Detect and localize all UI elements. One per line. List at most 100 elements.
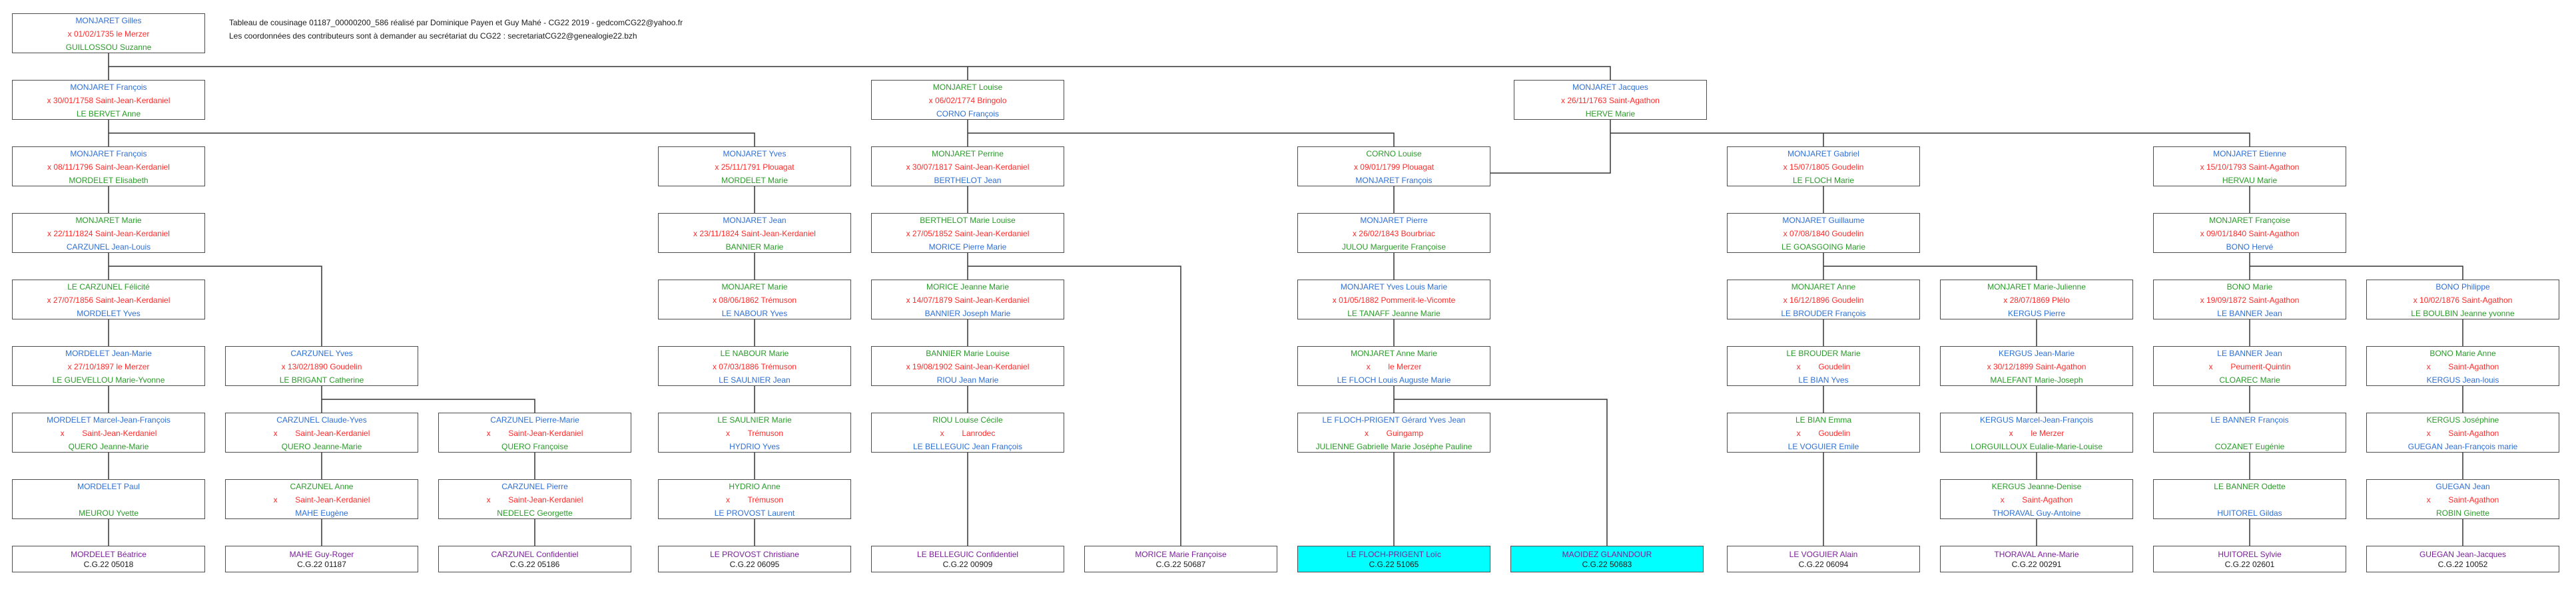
person-line: [2154, 493, 2346, 506]
person-line: RIOU Louise Cécile: [932, 415, 1003, 425]
person-line: CARZUNEL Confidentiel: [491, 550, 579, 559]
person-line: LE GUEVELLOU Marie-Yvonne: [52, 375, 165, 385]
person-line: x le Merzer: [2009, 429, 2065, 438]
header-title: Tableau de cousinage 01187_00000200_586 …: [229, 18, 683, 27]
person-line: x 09/01/1840 Saint-Agathon: [2200, 229, 2300, 238]
person-line: LE BANNER Jean: [2217, 309, 2282, 318]
person-line: CARZUNEL Pierre-Marie: [490, 415, 579, 425]
person-line: C.G.22 05018: [83, 560, 134, 569]
person-line: C.G.22 00291: [2011, 560, 2062, 569]
person-line: GUEGAN Jean-Jacques: [2419, 550, 2507, 559]
person-line: LE PROVOST Christiane: [710, 550, 799, 559]
person-line: x 15/07/1805 Goudelin: [1783, 162, 1864, 172]
person-line: GUEGAN Jean: [2435, 482, 2490, 491]
person-line: MALEFANT Marie-Joseph: [1990, 375, 2083, 385]
person-line: LE SAULNIER Marie: [717, 415, 792, 425]
person-line: BONO Marie: [2226, 282, 2273, 292]
person-line: LE BRIGANT Catherine: [279, 375, 364, 385]
person-line: LE BOULBIN Jeanne yvonne: [2411, 309, 2515, 318]
connector: [1610, 132, 2250, 146]
person-line: MONJARET Anne Marie: [1351, 349, 1437, 358]
person-line: LE VOGUIER Emile: [1787, 442, 1859, 451]
header-subtitle: Les coordonnées des contributeurs sont à…: [229, 31, 637, 41]
person-line: [13, 493, 204, 506]
person-line: MORICE Jeanne Marie: [926, 282, 1010, 292]
person-line: MONJARET Pierre: [1360, 216, 1428, 225]
person-line: LE BROUDER François: [1781, 309, 1866, 318]
person-line: LE PROVOST Laurent: [714, 508, 795, 518]
person-line: MONJARET Gabriel: [1787, 149, 1859, 158]
person-line: CARZUNEL Yves: [290, 349, 353, 358]
person-line: x Saint-Jean-Kerdaniel: [60, 429, 157, 438]
person-line: x 27/05/1852 Saint-Jean-Kerdaniel: [906, 229, 1030, 238]
person-line: MONJARET Marie-Julienne: [1987, 282, 2086, 292]
person-line: x 08/11/1796 Saint-Jean-Kerdaniel: [47, 162, 170, 172]
person-box-c1r6: MORDELET Marcel-Jean-François x Saint-Jea…: [12, 413, 205, 453]
person-line: x Saint-Jean-Kerdaniel: [486, 429, 583, 438]
person-line: CORNO Louise: [1366, 149, 1422, 158]
person-line: LE CARZUNEL Félicité: [67, 282, 150, 292]
person-line: x 27/07/1856 Saint-Jean-Kerdaniel: [47, 296, 170, 305]
person-line: LE NABOUR Yves: [721, 309, 788, 318]
person-line: LE BROUDER Marie: [1786, 349, 1861, 358]
person-line: MONJARET Jean: [723, 216, 787, 225]
person-line: KERGUS Jeanne-Denise: [1991, 482, 2082, 491]
person-line: BANNIER Marie Louise: [926, 349, 1010, 358]
person-line: x 10/02/1876 Saint-Agathon: [2413, 296, 2513, 305]
person-line: HYDRIO Yves: [729, 442, 780, 451]
person-line: x Saint-Agathon: [2426, 362, 2499, 371]
person-line: LE GOASGOING Marie: [1781, 242, 1866, 252]
person-line: MONJARET Anne: [1791, 282, 1856, 292]
person-line: x 27/10/1897 le Merzer: [67, 362, 150, 371]
person-line: x 19/08/1902 Saint-Jean-Kerdaniel: [906, 362, 1030, 371]
person-line: LE BELLEGUIC Confidentiel: [916, 550, 1019, 559]
person-box-c3r6: CARZUNEL Pierre-Marie x Saint-Jean-Kerdan…: [438, 413, 631, 453]
person-line: LE SAULNIER Jean: [719, 375, 791, 385]
person-line: MORDELET Marie: [721, 176, 788, 185]
header: Tableau de cousinage 01187_00000200_586 …: [229, 16, 683, 43]
person-line: C.G.22 06095: [729, 560, 780, 569]
person-line: HUITOREL Sylvie: [2218, 550, 2282, 559]
person-line: x 19/09/1872 Saint-Agathon: [2200, 296, 2300, 305]
person-line: x 30/01/1758 Saint-Jean-Kerdaniel: [47, 96, 170, 105]
person-line: C.G.22 05186: [509, 560, 560, 569]
person-line: C.G.22 02601: [2224, 560, 2275, 569]
person-line: LE BELLEGUIC Jean François: [912, 442, 1023, 451]
person-line: LE FLOCH-PRIGENT Gérard Yves Jean: [1322, 415, 1466, 425]
person-line: MONJARET François: [1355, 176, 1433, 185]
person-line: LORGUILLOUX Eulalie-Marie-Louise: [1970, 442, 2103, 451]
person-line: LE NABOUR Marie: [720, 349, 789, 358]
person-line: MONJARET Perrine: [932, 149, 1004, 158]
person-line: C.G.22 50687: [1155, 560, 1206, 569]
person-line: x 07/08/1840 Goudelin: [1783, 229, 1864, 238]
person-line: MORDELET Marcel-Jean-François: [47, 415, 170, 425]
person-line: x Saint-Agathon: [2426, 495, 2499, 504]
person-line: HERVAU Marie: [2222, 176, 2278, 185]
person-line: LE BANNER Odette: [2214, 482, 2286, 491]
person-line: KERGUS Jean-Marie: [1998, 349, 2075, 358]
person-line: HERVE Marie: [1585, 109, 1636, 118]
person-line: MONJARET Guillaume: [1782, 216, 1865, 225]
person-line: C.G.22 00909: [942, 560, 993, 569]
person-line: JULOU Marguerite Françoise: [1341, 242, 1447, 252]
person-line: QUERO Françoise: [501, 442, 569, 451]
